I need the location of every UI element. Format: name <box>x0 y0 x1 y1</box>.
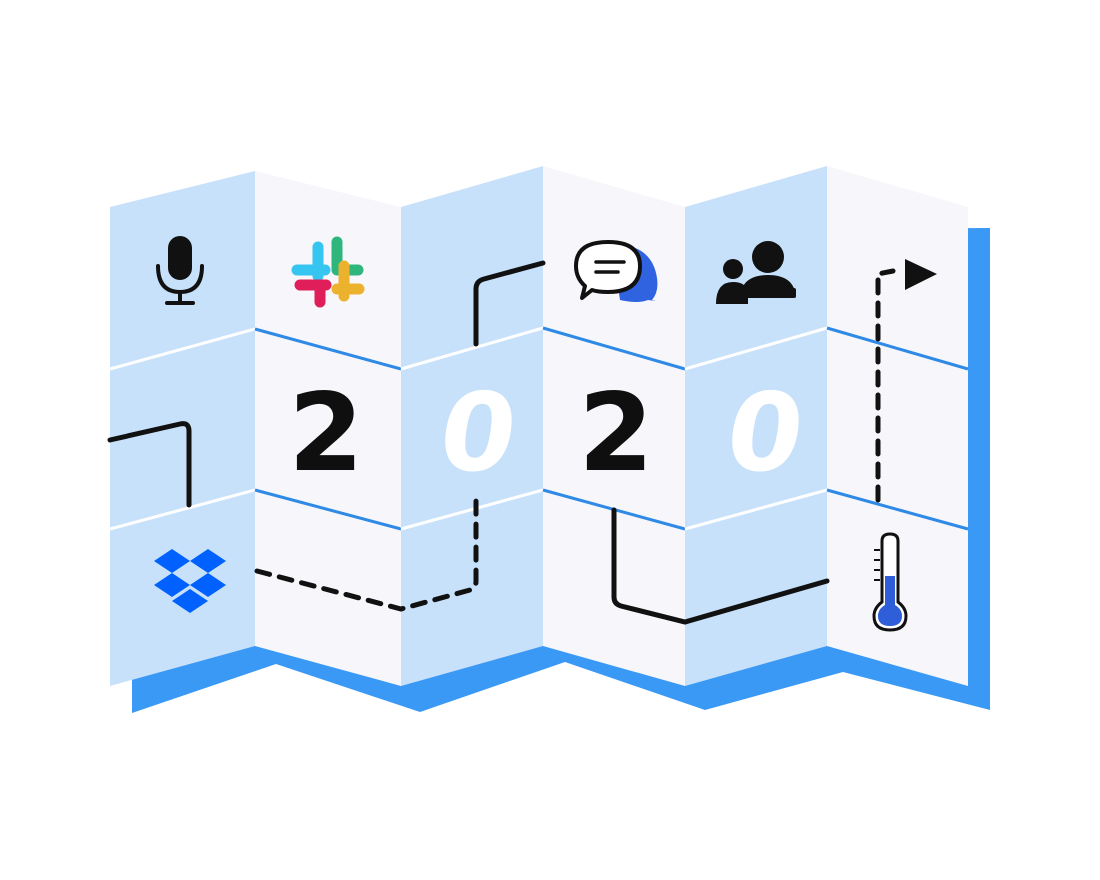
dropbox-logo-icon <box>154 549 226 613</box>
map-panel-6 <box>827 166 968 686</box>
map-panel-3 <box>401 166 543 686</box>
route-solid-right <box>611 507 830 625</box>
year-digits: 2 0 2 0 <box>288 369 811 496</box>
route-lines <box>107 260 896 625</box>
slack-logo-icon <box>291 236 365 308</box>
map-panel-2 <box>255 171 401 686</box>
people-icon <box>716 241 796 304</box>
year-digit-1: 2 <box>288 371 363 496</box>
year-digit-4: 0 <box>719 369 812 495</box>
route-solid-top <box>473 260 546 347</box>
route-dashed-bottom <box>254 495 479 612</box>
route-dashed-right <box>875 268 896 503</box>
arrow-right-icon <box>905 259 937 290</box>
route-solid-left <box>107 421 192 508</box>
year-digit-2: 0 <box>432 369 525 495</box>
chat-bubbles-icon <box>574 240 658 302</box>
year-digit-3: 2 <box>578 371 653 496</box>
microphone-icon <box>156 236 204 305</box>
fold-rules <box>109 326 969 531</box>
thermometer-icon <box>872 532 908 632</box>
